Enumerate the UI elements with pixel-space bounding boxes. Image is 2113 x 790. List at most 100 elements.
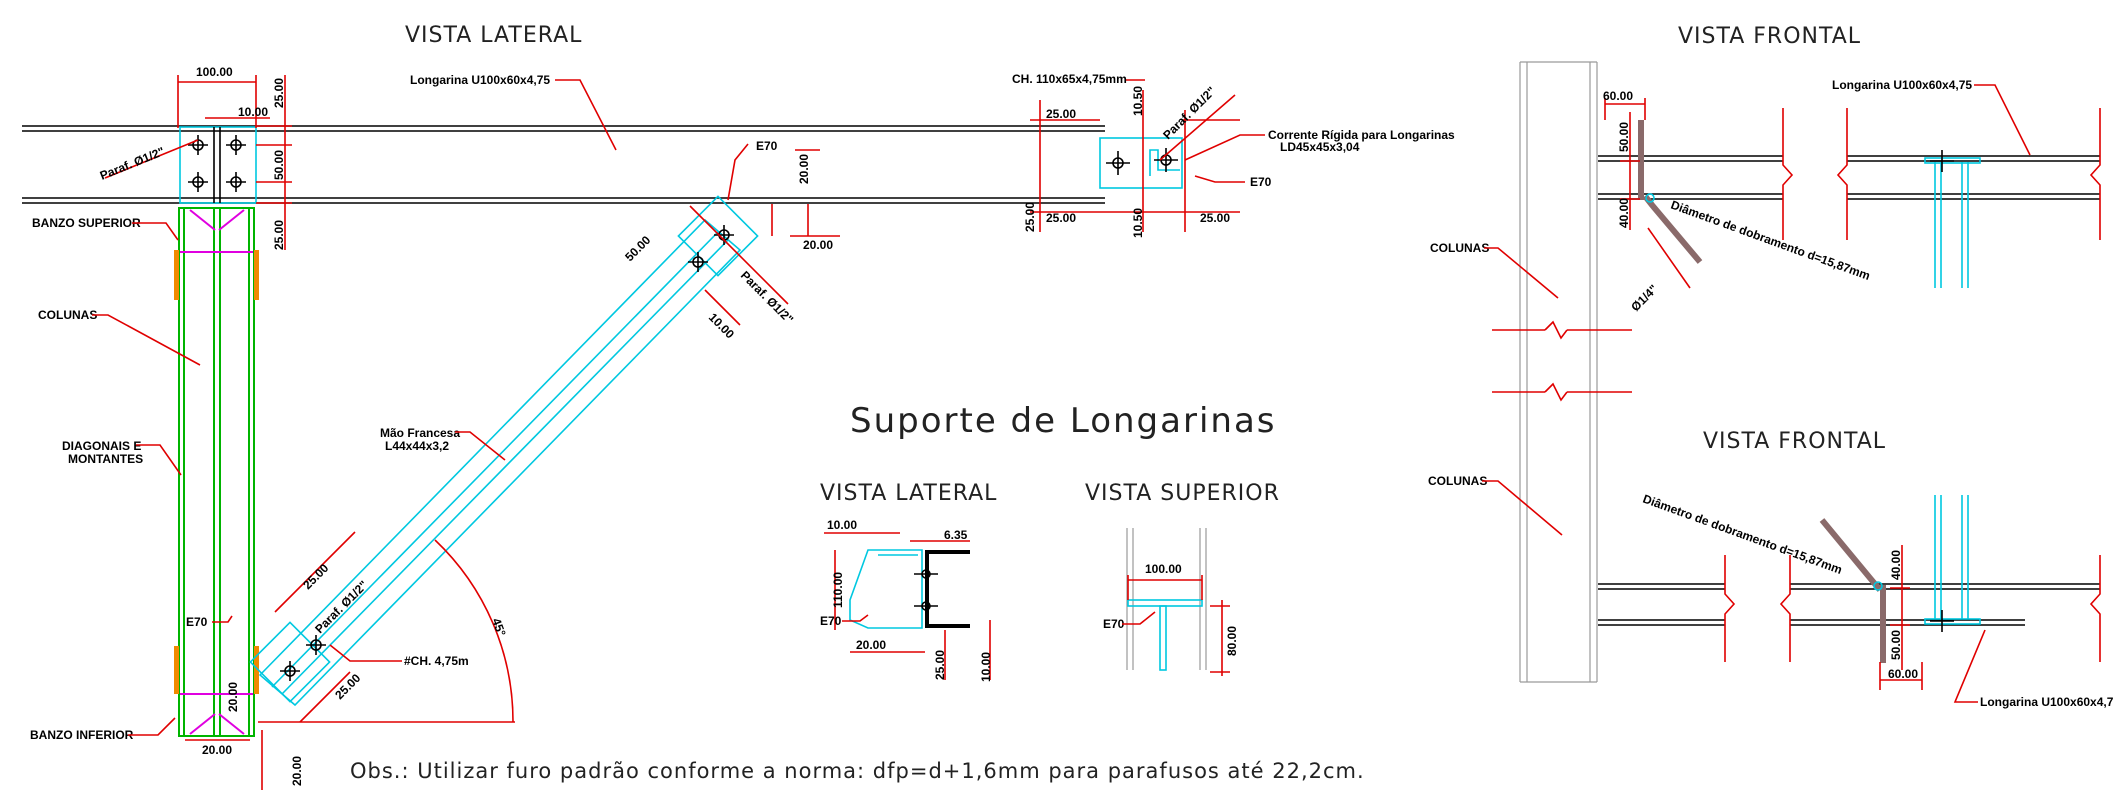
label-banzo-superior: BANZO SUPERIOR	[32, 216, 141, 230]
colunas-r1-leader	[1484, 247, 1559, 299]
mao-francesa-leader	[455, 431, 506, 461]
label-colunas-r2: COLUNAS	[1428, 474, 1487, 488]
dim-25-chapa-v: 25.00	[1023, 202, 1037, 232]
label-longarina-left: Longarina U100x60x4,75	[410, 73, 550, 87]
label-paraf-brace-low: Paraf. Ø1/2"	[312, 578, 370, 636]
dim-20-brace-h: 20.00	[803, 238, 833, 252]
label-mao-francesa-1: Mão Francesa	[380, 426, 460, 440]
top-dimension-lines	[177, 75, 292, 250]
label-e70-small: E70	[820, 614, 842, 628]
dim-50-frontal-b: 50.00	[1889, 630, 1903, 660]
angle-45: 45°	[489, 616, 508, 638]
angle-arc	[434, 539, 514, 723]
dim-25-chapa-bot: 25.00	[1046, 211, 1076, 225]
title-vista-lateral-top: VISTA LATERAL	[405, 23, 582, 48]
title-suporte-longarinas: Suporte de Longarinas	[850, 401, 1277, 441]
dim-25-b: 25.00	[272, 220, 286, 250]
dim-100: 100.00	[196, 65, 233, 79]
e70-sup-leader	[1122, 611, 1156, 625]
dim-80: 80.00	[1225, 626, 1239, 656]
label-diagonais-2: MONTANTES	[68, 452, 143, 466]
e70-left-leader	[212, 615, 233, 623]
label-diagonais-1: DIAGONAIS E	[62, 439, 141, 453]
colunas-left-leader	[92, 314, 201, 366]
dim-10-small: 10.00	[827, 518, 857, 532]
banzo-superior-leader	[132, 222, 179, 241]
dim-60-top: 60.00	[1603, 89, 1633, 103]
label-corrente-2: LD45x45x3,04	[1280, 140, 1360, 154]
frontal-beams-top	[1598, 98, 2101, 289]
dim-40-frontal: 40.00	[1617, 198, 1631, 228]
dim-10-brace: 10.00	[706, 310, 737, 341]
dim-25-brace-low2: 25.00	[332, 671, 363, 702]
dim-10-small-v: 10.00	[979, 652, 993, 682]
title-vista-superior: VISTA SUPERIOR	[1085, 481, 1280, 506]
dim-1050-a: 10.50	[1131, 86, 1145, 116]
dim-60-bottom: 60.00	[1888, 667, 1918, 681]
dim-50-brace: 50.00	[622, 233, 653, 264]
column-front-view	[1492, 61, 1632, 683]
label-mao-francesa-2: L44x44x3,2	[385, 439, 449, 453]
label-e70-left: E70	[186, 615, 208, 629]
dim-100-sup: 100.00	[1145, 562, 1182, 576]
title-vista-frontal-top: VISTA FRONTAL	[1678, 24, 1861, 49]
paraf-chapa-leader	[1159, 94, 1236, 161]
dim-20-brace-v: 20.00	[797, 154, 811, 184]
title-vista-frontal-mid: VISTA FRONTAL	[1703, 429, 1886, 454]
ch-475-leader	[329, 644, 402, 662]
top-connection-plate	[179, 126, 257, 204]
e70-chapa-leader	[1194, 175, 1245, 183]
label-diametro-top: Diâmetro de dobramento d=15,87mm	[1669, 198, 1872, 283]
dim-50-a: 50.00	[272, 150, 286, 180]
label-e70-sup: E70	[1103, 617, 1125, 631]
label-paraf-brace-top: Paraf. Ø1/2"	[738, 268, 796, 326]
dim-40-frontal-b: 40.00	[1889, 550, 1903, 580]
dim-25-small: 25.00	[933, 650, 947, 680]
dim-110: 110.00	[831, 572, 845, 608]
label-e70-chapa: E70	[1250, 175, 1272, 189]
label-paraf-upper: Paraf. Ø1/2"	[98, 144, 167, 183]
brace-dimensions	[274, 149, 840, 723]
label-diametro-bottom: Diâmetro de dobramento d=15,87mm	[1641, 492, 1844, 577]
longarina-left-leader	[555, 79, 617, 151]
dim-25-chapa-right: 25.00	[1200, 211, 1230, 225]
corrente-leader	[1184, 134, 1265, 161]
longarina-right-bottom-leader	[1953, 629, 1986, 703]
small-vista-superior	[1126, 528, 1230, 676]
label-corrente-1: Corrente Rígida para Longarinas	[1268, 128, 1455, 142]
label-e70-brace: E70	[756, 139, 778, 153]
dim-25-brace-low: 25.00	[300, 561, 331, 592]
dim-1050-b: 10.50	[1131, 208, 1145, 238]
longarina-right-top-leader	[1974, 84, 2031, 156]
dim-25-a: 25.00	[272, 78, 286, 108]
dim-20-lower: 20.00	[290, 756, 304, 786]
colunas-r2-leader	[1482, 480, 1563, 536]
dim-20-small: 20.00	[856, 638, 886, 652]
diagonais-leader	[136, 444, 182, 476]
label-chapa: CH. 110x65x4,75mm	[1012, 72, 1127, 86]
dim-20-col: 20.00	[226, 682, 240, 712]
title-vista-lateral-small: VISTA LATERAL	[820, 481, 997, 506]
mao-francesa-brace	[249, 195, 759, 707]
small-vista-lateral	[824, 532, 991, 680]
longarina-beam-left	[22, 125, 1105, 204]
dim-635: 6.35	[944, 528, 968, 542]
e70-brace-leader	[727, 143, 749, 201]
chapa-connection	[1030, 79, 1240, 232]
banzo-inferior-leader	[128, 717, 176, 736]
frontal-beams-bottom	[1598, 495, 2101, 690]
paraf-leader-upper	[104, 139, 199, 179]
e70-small-leader	[842, 614, 869, 622]
label-paraf-chapa: Paraf. Ø1/2"	[1160, 84, 1218, 142]
label-banzo-inferior: BANZO INFERIOR	[30, 728, 134, 742]
column-truss	[174, 207, 259, 737]
label-diam-rod: Ø1/4"	[1628, 282, 1660, 314]
dim-25-chapa-top: 25.00	[1046, 107, 1076, 121]
label-colunas-left: COLUNAS	[38, 308, 97, 322]
dim-10: 10.00	[238, 105, 268, 119]
dim-50-frontal: 50.00	[1617, 122, 1631, 152]
dim-20-bottom: 20.00	[202, 743, 232, 757]
label-ch-475: #CH. 4,75m	[404, 654, 469, 668]
label-colunas-r1: COLUNAS	[1430, 241, 1489, 255]
